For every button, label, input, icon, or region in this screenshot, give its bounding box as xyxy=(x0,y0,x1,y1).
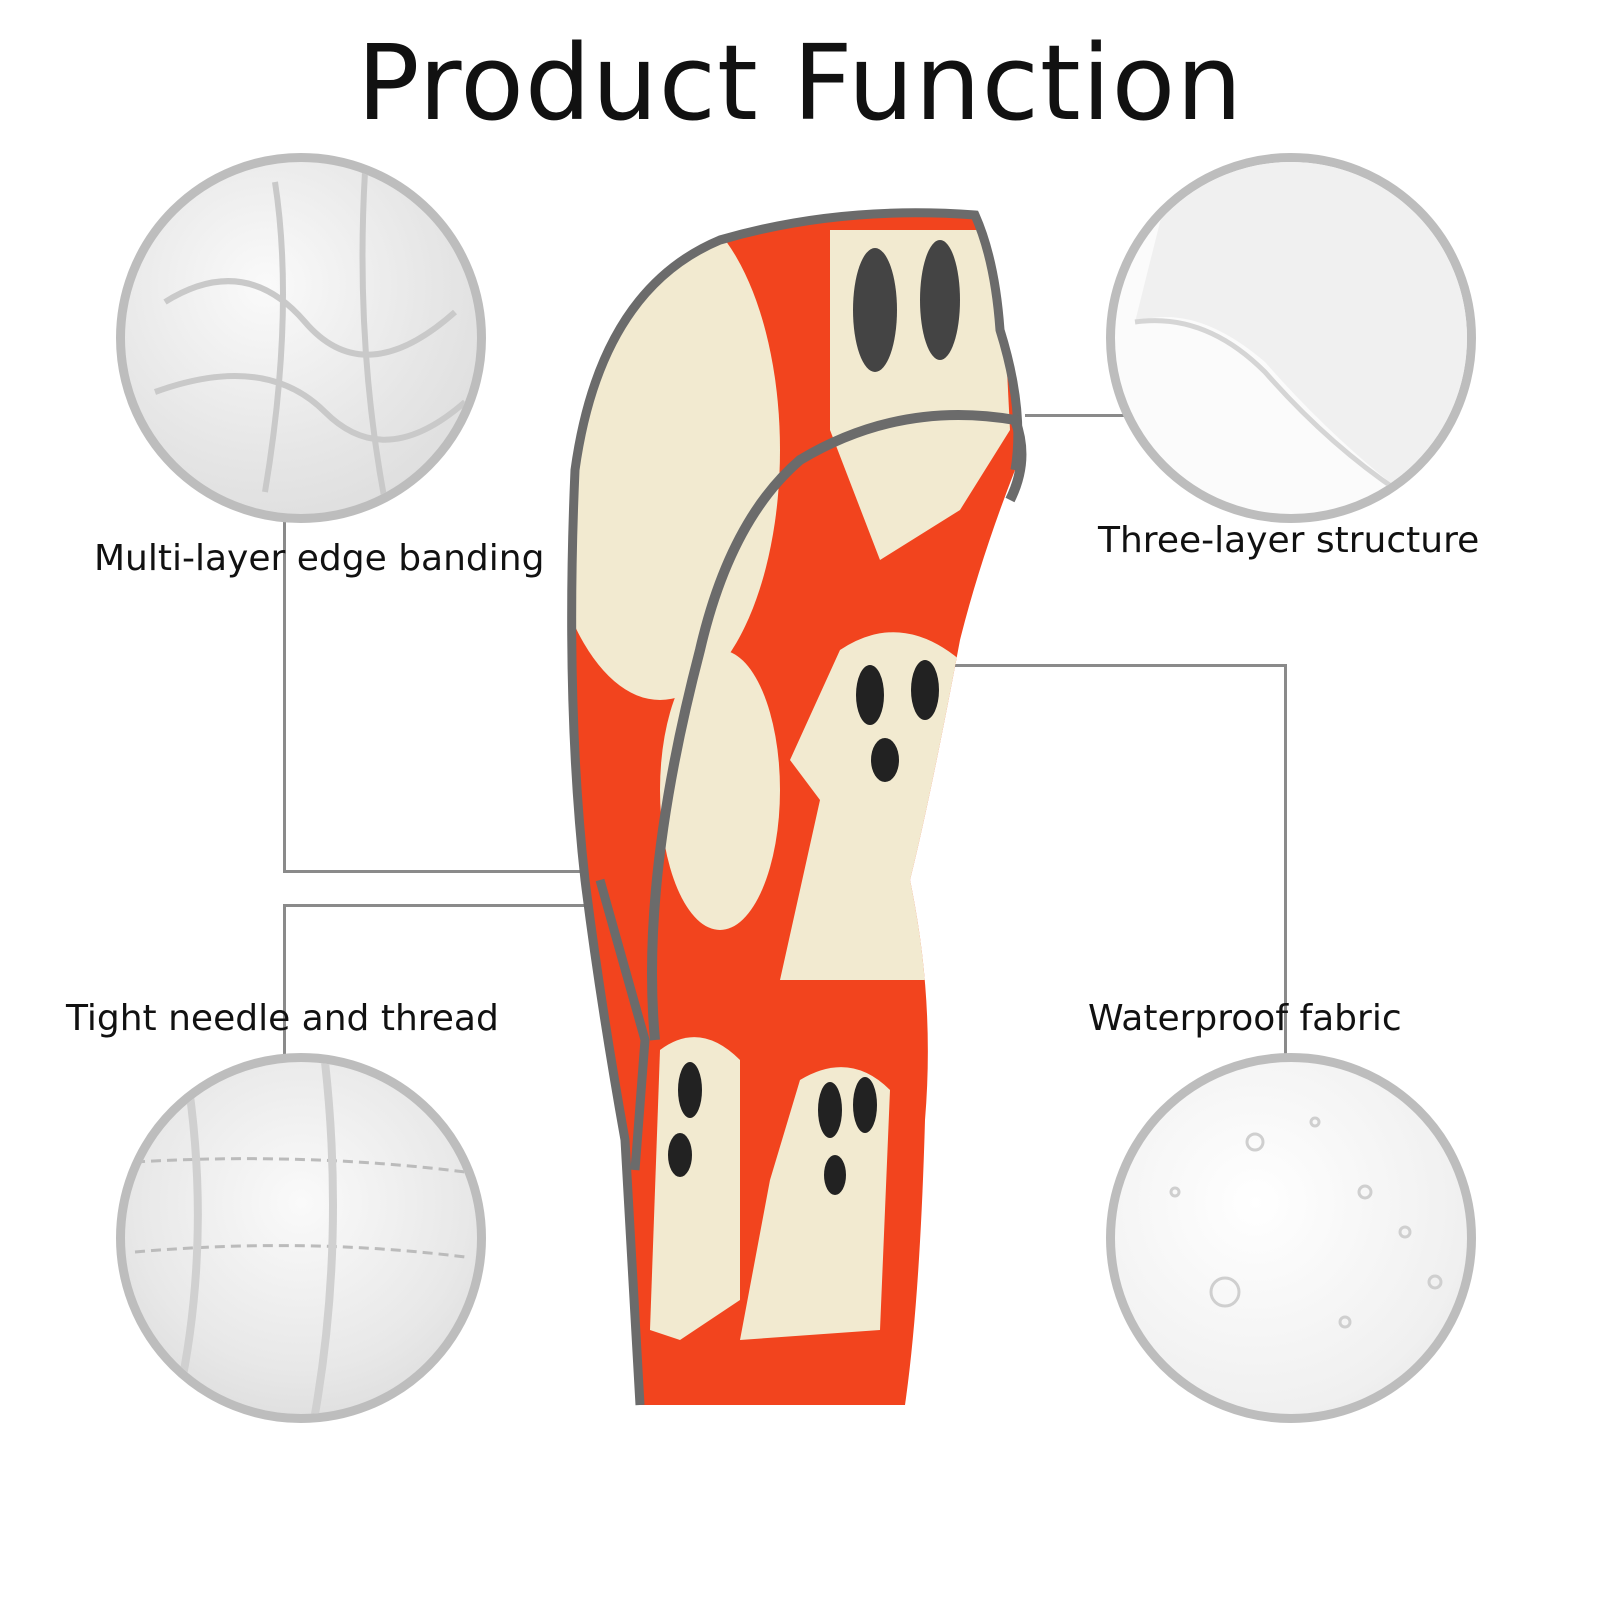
connector-line xyxy=(1284,664,1287,1054)
connector-line xyxy=(283,904,286,1054)
layered-edge-closeup-icon xyxy=(1106,153,1476,523)
feature-label: Tight needle and thread xyxy=(66,998,499,1039)
connector-line xyxy=(283,904,593,907)
page-title: Product Function xyxy=(356,22,1244,144)
connector-line xyxy=(1025,414,1125,417)
connector-line xyxy=(283,515,286,872)
fabric-fold-closeup-icon xyxy=(116,153,486,523)
stitching-closeup-icon xyxy=(116,1053,486,1423)
water-droplets-closeup-icon xyxy=(1106,1053,1476,1423)
feature-label: Three-layer structure xyxy=(1098,520,1480,561)
feature-label: Multi-layer edge banding xyxy=(94,538,545,579)
connector-line xyxy=(283,870,593,873)
feature-label: Waterproof fabric xyxy=(1088,998,1402,1039)
connector-line xyxy=(895,664,1287,667)
